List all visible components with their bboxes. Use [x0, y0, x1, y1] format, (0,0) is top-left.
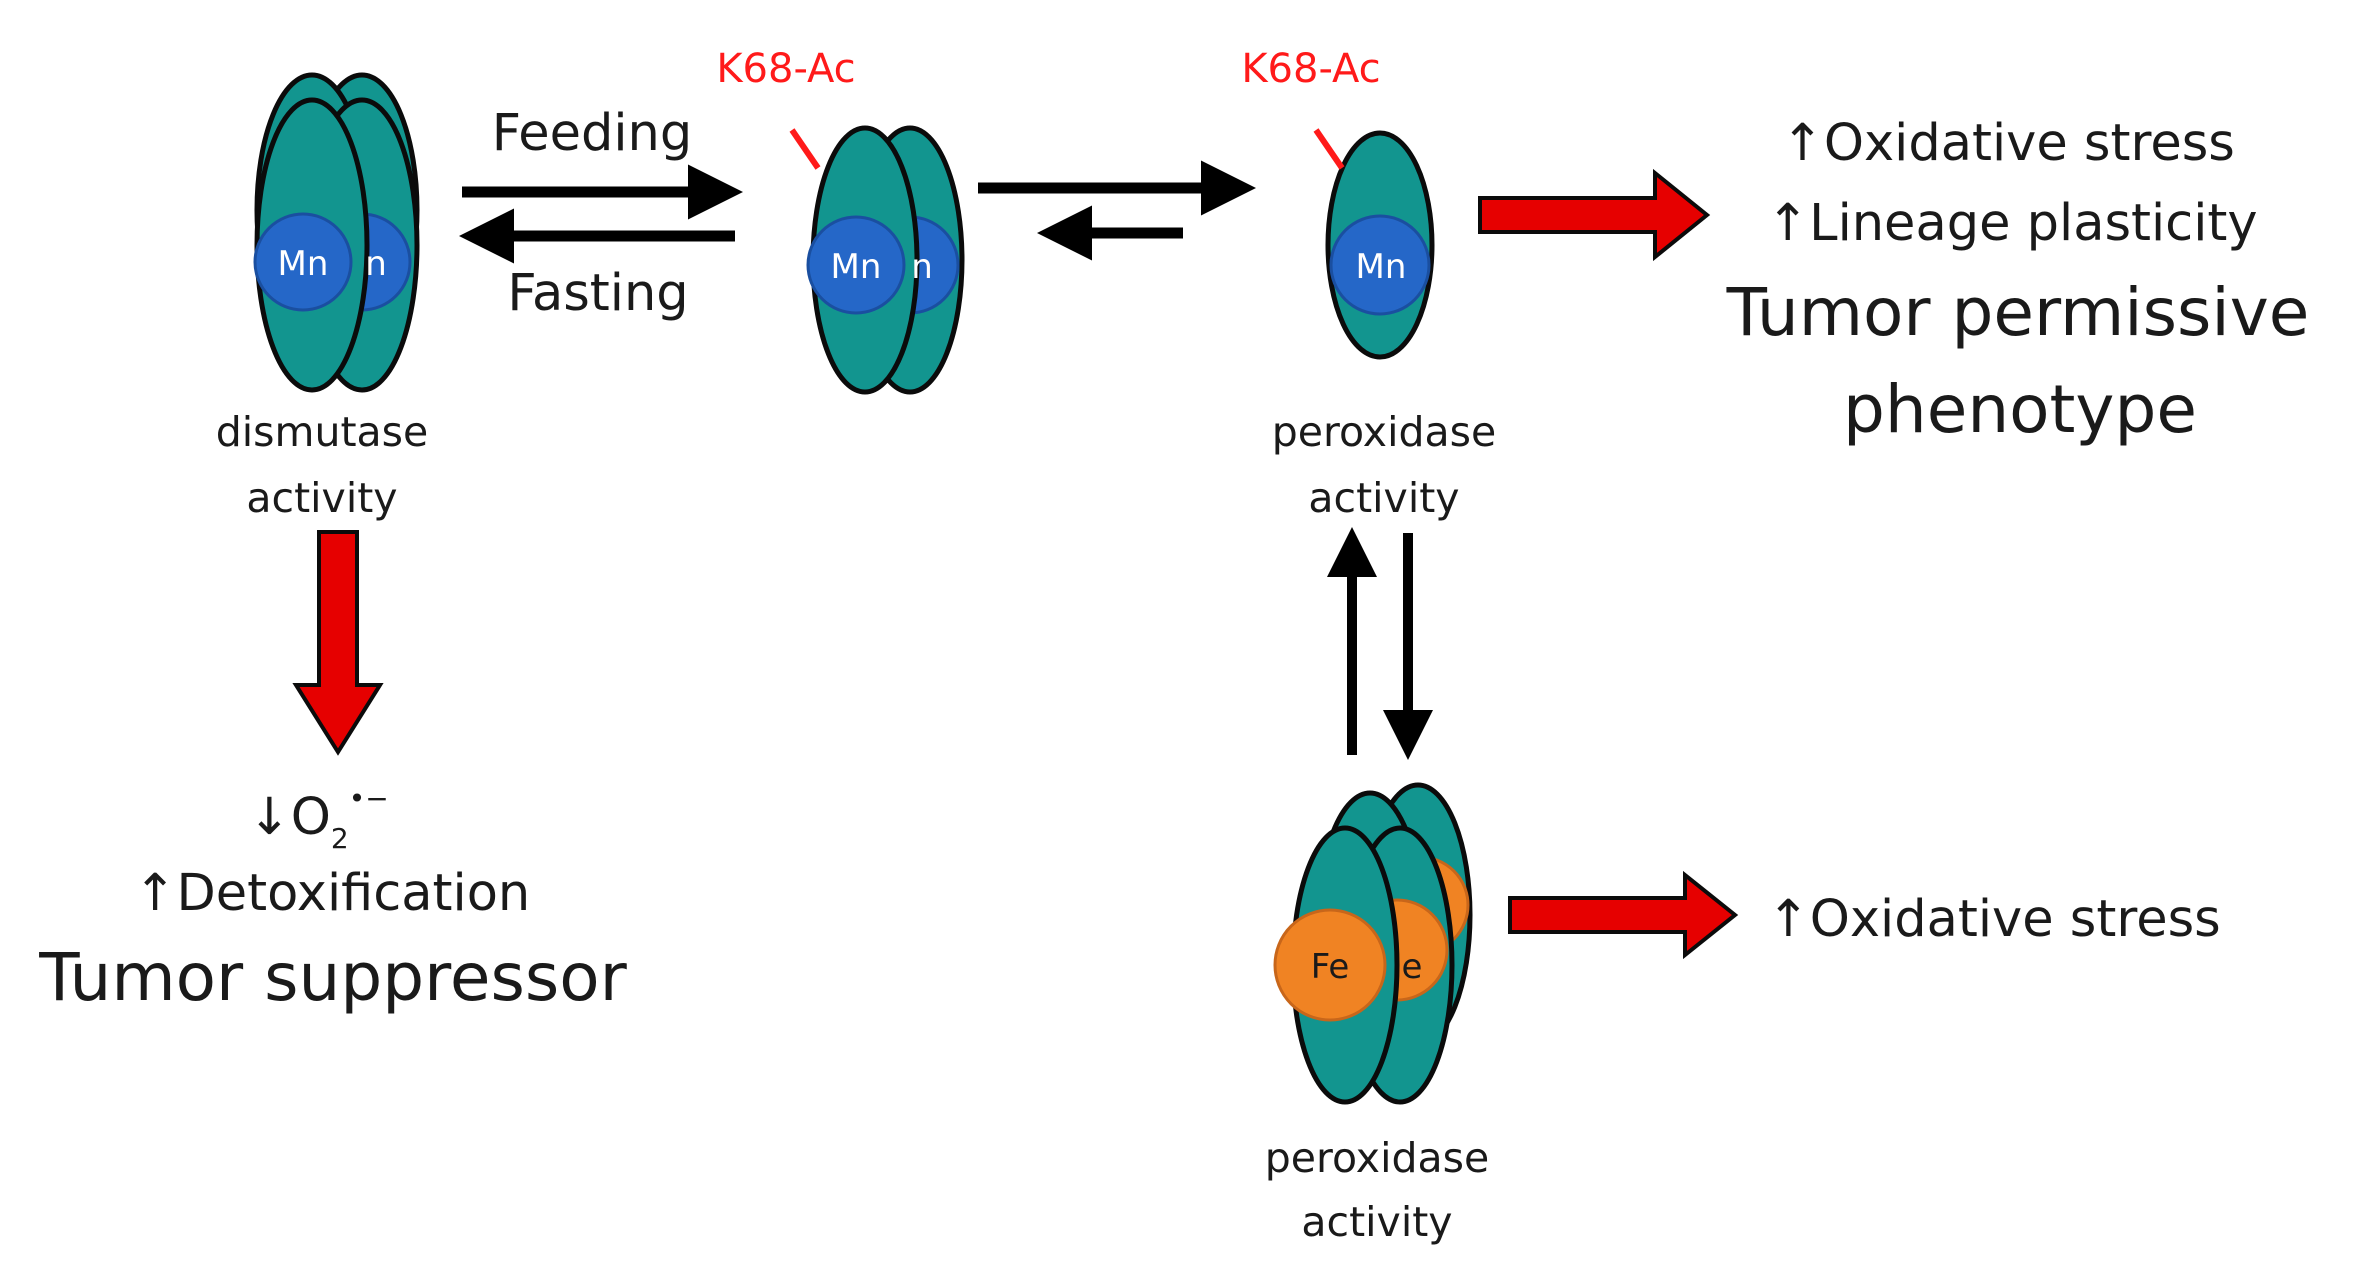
metal-label-mn: Mn — [831, 247, 882, 287]
sod2-tetramer-icon — [253, 72, 420, 393]
feeding-fasting-equilibrium — [459, 164, 743, 264]
mn-fe-equilibrium — [1327, 527, 1433, 760]
peroxidase-activity-label-2: activity — [1301, 1198, 1452, 1246]
tumor-suppressor-label: Tumor suppressor — [38, 939, 627, 1016]
superoxide-decrease-label: ↓O2•− — [248, 782, 389, 855]
phenotype-label: phenotype — [1843, 371, 2197, 448]
acetylation-label: K68-Ac — [1241, 46, 1380, 92]
lineage-plasticity-label: ↑Lineage plasticity — [1766, 194, 2257, 253]
metal-label-mn-partial: n — [365, 244, 387, 284]
outcome-arrow-icon — [1508, 870, 1739, 960]
oxidative-stress-label: ↑Oxidative stress — [1767, 890, 2221, 949]
peroxidase-activity-label-2: activity — [1308, 474, 1459, 522]
peroxidase-activity-label: peroxidase — [1265, 1134, 1489, 1182]
dismutase-activity-label-2: activity — [246, 474, 397, 522]
oxidative-stress-label: ↑Oxidative stress — [1781, 114, 2235, 173]
dimer-monomer-equilibrium — [978, 160, 1256, 261]
fasting-label: Fasting — [507, 264, 688, 323]
tumor-permissive-label: Tumor permissive — [1726, 274, 2310, 351]
metal-label-mn-partial: n — [911, 247, 933, 287]
peroxidase-activity-label: peroxidase — [1272, 408, 1496, 456]
dismutase-activity-label: dismutase — [216, 408, 429, 456]
metal-label-fe: Fe — [1311, 947, 1350, 987]
outcome-arrow-icon — [292, 530, 384, 756]
outcome-arrow-icon — [1478, 168, 1711, 262]
metal-label-mn: Mn — [278, 244, 329, 284]
metal-label-fe-partial: e — [1402, 947, 1423, 987]
sod2-monomer-icon — [1313, 128, 1435, 360]
sod2-tetramer-icon — [1273, 782, 1473, 1105]
acetylation-label: K68-Ac — [716, 46, 855, 92]
feeding-label: Feeding — [492, 104, 693, 163]
metal-label-mn: Mn — [1356, 247, 1407, 287]
sod2-dimer-icon — [789, 125, 965, 395]
detoxification-label: ↑Detoxification — [134, 864, 530, 923]
